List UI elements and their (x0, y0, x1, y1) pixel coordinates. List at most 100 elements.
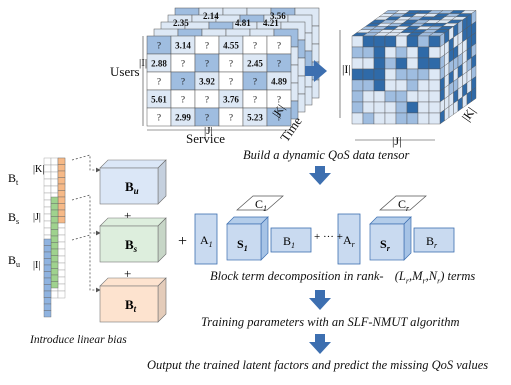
bias-label: Bs (8, 210, 19, 226)
bias-grid-cell (43, 185, 52, 194)
bias-grid-cell (43, 171, 52, 180)
cube-front-cell (428, 68, 441, 81)
bias-grid-cell (43, 164, 52, 173)
bias-label-subscript: t (16, 178, 19, 187)
bias-grid-cell (57, 234, 66, 243)
back-matrix-value: 2.14 (203, 11, 219, 21)
bias-strip-cell (43, 258, 52, 266)
bias-block-group: Bu+Bs+Bt (99, 159, 167, 323)
bias-block-front (99, 167, 159, 205)
cube-front-cell (406, 112, 419, 125)
bias-grid-cell (50, 157, 59, 166)
factor-c-plane (236, 195, 284, 211)
core-s-front (369, 223, 405, 261)
bias-strip-cell (50, 242, 59, 250)
matrix-cell-value: ? (181, 77, 185, 87)
bias-grid-cell (57, 227, 66, 236)
bias-connector (71, 154, 101, 173)
matrix-cell-value: ? (157, 41, 161, 51)
bias-strip-cell (50, 222, 59, 230)
matrix-cell-value: 3.76 (223, 95, 239, 105)
factor-b-label-subscript: r (434, 241, 438, 250)
matrix-cell-value: ? (205, 41, 209, 51)
bias-block-top (99, 277, 167, 287)
cube-front-cell (362, 68, 375, 81)
bias-strip-cell (50, 235, 59, 243)
factor-a-box (194, 213, 218, 265)
bias-strip-cell (57, 157, 66, 165)
cube-front-cell (406, 101, 419, 114)
back-matrix-value: 3.56 (270, 11, 286, 21)
bias-block-front (99, 285, 159, 323)
matrix-cell-value: 5.61 (151, 95, 167, 105)
matrix-cell-value: ? (277, 95, 281, 105)
bias-grid-cell (57, 269, 66, 278)
cube-front-cell (406, 90, 419, 103)
bias-block-subscript: t (134, 304, 137, 314)
cube-front-cell (428, 112, 441, 125)
bias-dim-label: |K| (33, 164, 44, 175)
bias-plus-sign: + (124, 266, 131, 281)
bias-strip-cell (43, 245, 52, 253)
bias-strip-cell (43, 264, 52, 272)
bias-strip-cell (57, 216, 66, 224)
bias-strip-cell (57, 177, 66, 185)
qos-tensor-cube (351, 10, 477, 125)
cube-front-cell (428, 57, 441, 70)
factor-b-label-subscript: 1 (291, 241, 295, 250)
matrix-cell-value: ? (229, 59, 233, 69)
bias-strip-cell (50, 268, 59, 276)
cube-front-cell (373, 68, 386, 81)
core-s-label: S1 (237, 237, 248, 253)
core-s-front (226, 223, 262, 261)
bias-connector (71, 234, 101, 293)
cube-front-cell (373, 101, 386, 114)
bias-label: Bt (8, 171, 19, 187)
cube-front-cell (384, 101, 397, 114)
bias-grid-cell (43, 220, 52, 229)
caption-build-tensor: Build a dynamic QoS data tensor (243, 148, 410, 162)
cube-front-cell (373, 57, 386, 70)
bias-grid-cell (57, 248, 66, 257)
bias-strip-cell (50, 281, 59, 289)
bias-connector (71, 194, 101, 236)
matrix-cell-value: 4.55 (223, 41, 239, 51)
users-axis-label: Users (110, 64, 140, 79)
caption-block-term-end: terms (447, 269, 476, 283)
cube-front-cell (362, 35, 375, 48)
cube-front-cell (384, 68, 397, 81)
arrow-down-1 (309, 166, 331, 185)
bias-strip-cell (57, 170, 66, 178)
factor-c-label-subscript: 1 (263, 204, 267, 213)
caption-block-term-text: Block term decomposition in rank- (210, 269, 384, 283)
bias-strip-cell (43, 297, 52, 305)
bias-strip-cell (57, 164, 66, 172)
bias-strip-cell (50, 209, 59, 217)
cube-dim-i-label: |I| (342, 62, 351, 76)
cube-front-cell (428, 101, 441, 114)
caption-block-term-rank: (Lr,Mr,Nr) (394, 269, 445, 286)
bias-strip-cell (50, 203, 59, 211)
bias-strip-cell (57, 203, 66, 211)
matrix-cell-value: ? (157, 113, 161, 123)
bias-strip-cell (43, 277, 52, 285)
bias-block-top (99, 159, 167, 169)
matrix-dim-k-label: |K| (271, 103, 288, 120)
cube-front-cell (417, 35, 430, 48)
cube-front-cell (417, 101, 430, 114)
factor-c-label-subscript: r (406, 204, 410, 213)
factor-a-label-subscript: 1 (209, 240, 213, 249)
matrix-cell-value: ? (205, 59, 209, 69)
bias-strip-cell (43, 284, 52, 292)
back-matrix-value: 4.81 (235, 18, 251, 28)
cube-front-cell (373, 112, 386, 125)
bias-strip-cell (50, 248, 59, 256)
cube-front-cell (351, 46, 364, 59)
bias-plus-sign: + (124, 208, 131, 223)
bias-grid-cell (57, 290, 66, 299)
bias-grid-cell (57, 276, 66, 285)
matrix-cell-value: ? (205, 113, 209, 123)
bias-grid-cell (50, 290, 59, 299)
cube-front-cell (362, 112, 375, 125)
